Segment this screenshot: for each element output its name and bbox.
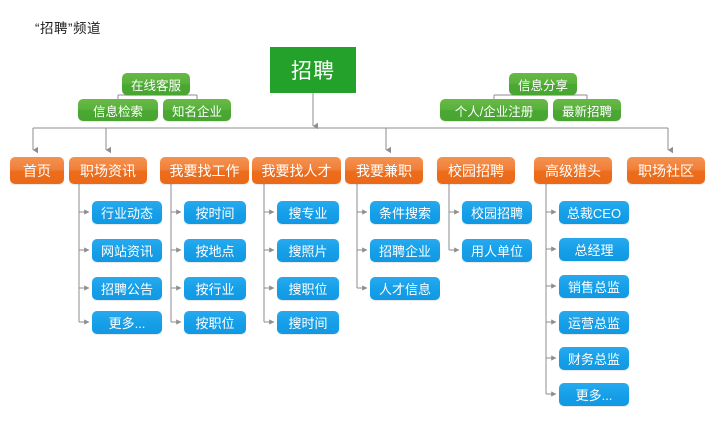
child-item-site-news[interactable]: 网站资讯 [92, 239, 162, 262]
child-item-recruitment-notice[interactable]: 招聘公告 [92, 277, 162, 300]
nav-item-home[interactable]: 首页 [10, 157, 64, 184]
child-item-search-position[interactable]: 搜职位 [277, 277, 339, 300]
child-item-finance-director[interactable]: 财务总监 [559, 347, 629, 370]
child-item-talent-info[interactable]: 人才信息 [370, 277, 440, 300]
child-item-search-major[interactable]: 搜专业 [277, 201, 339, 224]
child-item-industry-trends[interactable]: 行业动态 [92, 201, 162, 224]
child-item-ceo[interactable]: 总裁CEO [559, 201, 629, 224]
child-item-search-time[interactable]: 搜时间 [277, 311, 339, 334]
nav-item-career-community[interactable]: 职场社区 [627, 157, 705, 184]
child-item-sales-director[interactable]: 销售总监 [559, 275, 629, 298]
nav-item-executive-headhunting[interactable]: 高级猎头 [534, 157, 612, 184]
child-item-campus-recruitment[interactable]: 校园招聘 [462, 201, 532, 224]
child-item-by-industry[interactable]: 按行业 [184, 277, 246, 300]
child-item-employer-units[interactable]: 用人单位 [462, 239, 532, 262]
root-node-recruitment[interactable]: 招聘 [270, 47, 356, 93]
service-item-famous-companies[interactable]: 知名企业 [163, 99, 231, 121]
service-group-right-header[interactable]: 信息分享 [509, 73, 577, 95]
child-item-by-location[interactable]: 按地点 [184, 239, 246, 262]
child-item-by-position[interactable]: 按职位 [184, 311, 246, 334]
service-item-personal-enterprise-register[interactable]: 个人/企业注册 [440, 99, 548, 121]
child-item-operations-director[interactable]: 运营总监 [559, 311, 629, 334]
page-title: “招聘”频道 [35, 21, 101, 36]
service-item-information-search[interactable]: 信息检索 [78, 99, 158, 121]
child-item-recruiting-companies[interactable]: 招聘企业 [370, 239, 440, 262]
nav-item-find-talent[interactable]: 我要找人才 [252, 157, 341, 184]
service-item-latest-jobs[interactable]: 最新招聘 [553, 99, 621, 121]
child-item-condition-search[interactable]: 条件搜索 [370, 201, 440, 224]
child-item-more-headhunting[interactable]: 更多... [559, 383, 629, 406]
service-group-left-header[interactable]: 在线客服 [122, 73, 190, 95]
child-item-general-manager[interactable]: 总经理 [559, 238, 629, 261]
nav-item-find-job[interactable]: 我要找工作 [160, 157, 249, 184]
nav-item-part-time[interactable]: 我要兼职 [345, 157, 423, 184]
nav-item-career-news[interactable]: 职场资讯 [69, 157, 147, 184]
child-item-more-career-news[interactable]: 更多... [92, 311, 162, 334]
child-item-search-photo[interactable]: 搜照片 [277, 239, 339, 262]
nav-item-campus-recruitment[interactable]: 校园招聘 [437, 157, 515, 184]
child-item-by-time[interactable]: 按时间 [184, 201, 246, 224]
